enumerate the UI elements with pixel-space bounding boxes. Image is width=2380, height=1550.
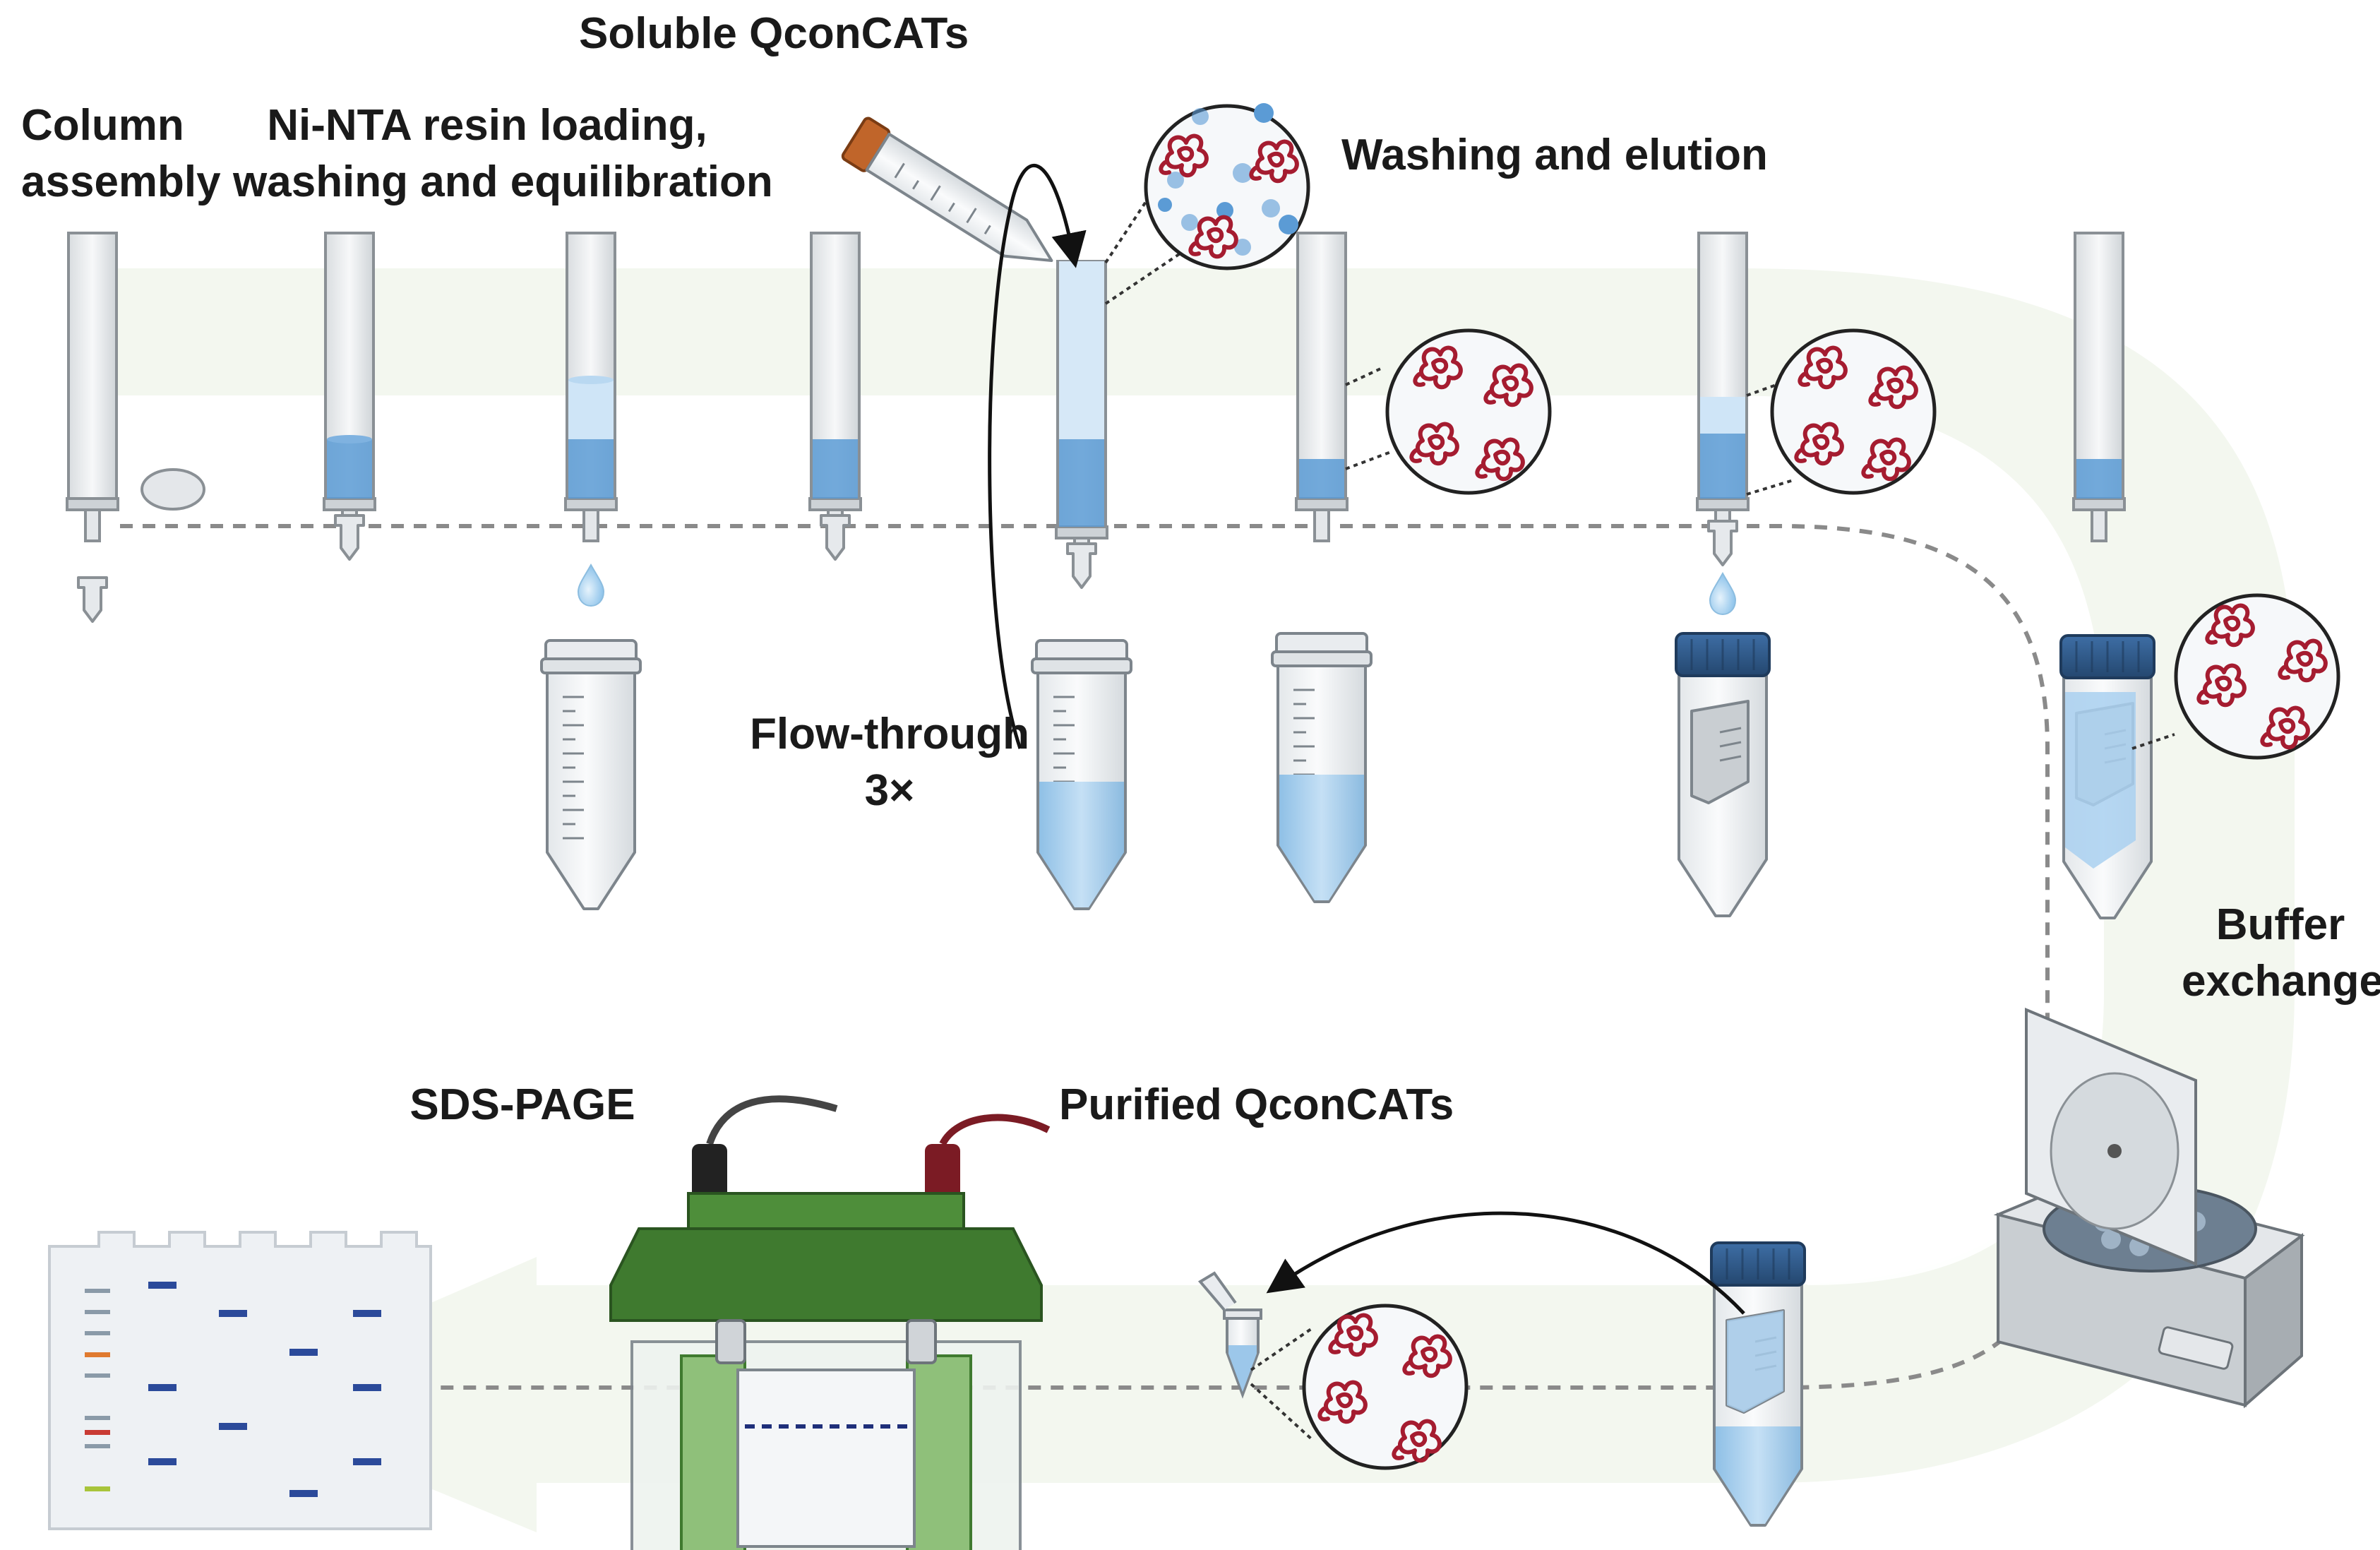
- tube-buffer-exchange: [2059, 634, 2155, 919]
- droplet: [1709, 573, 1736, 615]
- recirculation-arrow: [988, 163, 1087, 749]
- column-resin-loaded: [323, 232, 376, 542]
- label-soluble-qconcats: Soluble QconCATs: [579, 9, 969, 58]
- column-equilibrated: [808, 232, 862, 542]
- magnified-buffer-protein-circle: [2131, 593, 2340, 760]
- column-empty: [66, 232, 119, 542]
- magnified-binding-circle: [1104, 103, 1310, 305]
- column-wash: [1295, 232, 1349, 542]
- column-elution: [1696, 232, 1750, 542]
- flow-band: [113, 268, 2295, 1532]
- transfer-arrow: [1266, 1211, 1745, 1315]
- frit-disc: [140, 468, 205, 511]
- tube-flow-through: [1031, 639, 1132, 910]
- droplet: [578, 564, 604, 607]
- tube-wash: [1271, 632, 1373, 903]
- magnified-purified-protein-circle: [1250, 1304, 1469, 1470]
- microcentrifuge-tube: [1197, 1271, 1262, 1399]
- label-washing-elution: Washing and elution: [1341, 131, 1768, 179]
- tube-soluble-qconcats: [841, 117, 1053, 262]
- magnified-eluted-protein-circle: [1746, 328, 1937, 496]
- column-tip-detached: [77, 576, 108, 623]
- column-sample-loading: [1055, 260, 1108, 571]
- column-washing: [564, 232, 618, 542]
- label-purified-qconcats: Purified QconCATs: [1059, 1080, 1454, 1129]
- tube-eluate: [1675, 632, 1771, 917]
- tube-concentrated: [1710, 1241, 1806, 1527]
- benchtop-centrifuge: [1993, 1008, 2305, 1409]
- tube-waste: [540, 639, 642, 910]
- electrophoresis-tank: [609, 1095, 1051, 1550]
- process-path: [120, 524, 2050, 1390]
- column-final: [2072, 232, 2126, 542]
- label-sds-page: SDS-PAGE: [409, 1080, 635, 1129]
- magnified-bound-protein-circle: [1345, 328, 1552, 495]
- sds-page-gel: [48, 1231, 432, 1530]
- label-resin-loading: Ni-NTA resin loading,washing and equilib…: [233, 101, 773, 206]
